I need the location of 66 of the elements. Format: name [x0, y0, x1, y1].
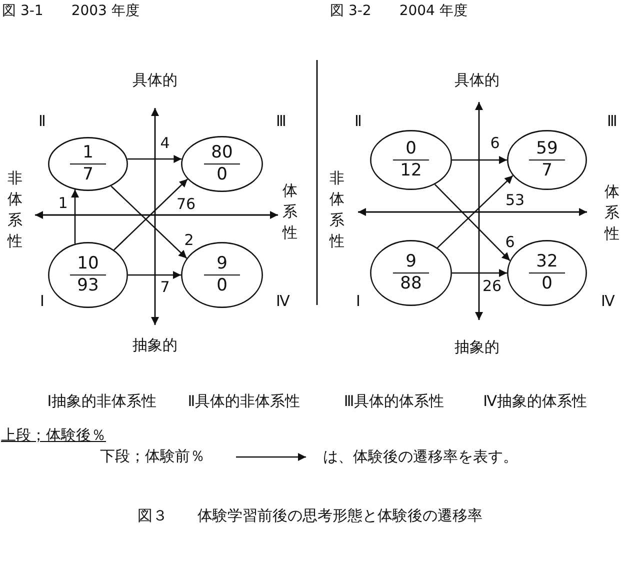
- quadrant-numeral: Ⅰ: [356, 293, 360, 311]
- ellipse-node: [48, 242, 128, 308]
- quadrant-numeral: Ⅳ: [601, 293, 615, 311]
- quadrant-numeral: Ⅱ: [38, 113, 46, 131]
- axis-label: 抽象的: [454, 338, 500, 356]
- figure-subtitle: 図 3-1 2003 年度: [2, 2, 140, 20]
- upper-value: 0: [406, 140, 416, 158]
- arrow: [452, 156, 507, 164]
- legend-text: は、体験後の遷移率を表す。: [323, 448, 518, 466]
- axis-label: 体系性: [282, 180, 298, 244]
- ellipse-node: [181, 136, 263, 192]
- figure-subtitle: 図 3-2 2004 年度: [330, 2, 468, 20]
- axis-label: 非体系性: [8, 168, 22, 252]
- ellipse-node: [507, 130, 587, 190]
- quadrant-numeral: Ⅳ: [276, 293, 290, 311]
- quadrant-numeral: Ⅰ: [40, 293, 44, 311]
- quadrant-key: Ⅰ抽象的非体系性: [47, 392, 157, 410]
- arrow: [71, 190, 79, 244]
- note-text: 上段；体験後％: [1, 427, 106, 445]
- lower-value: 7: [82, 166, 94, 184]
- upper-value: 1: [82, 144, 94, 162]
- arrow: [434, 184, 510, 262]
- lower-value: 7: [542, 162, 552, 180]
- upper-value: 80: [211, 144, 233, 162]
- upper-value: 59: [536, 140, 558, 158]
- lower-value: 88: [400, 274, 422, 294]
- quadrant-key: Ⅳ抽象的体系性: [483, 392, 587, 410]
- upper-value: 32: [536, 252, 558, 272]
- quadrant-numeral: Ⅲ: [276, 113, 286, 131]
- lower-value: 0: [542, 274, 552, 294]
- edge-label: 53: [504, 192, 526, 208]
- upper-value: 9: [406, 252, 416, 272]
- arrow: [110, 186, 188, 259]
- lower-value: 0: [216, 276, 228, 296]
- arrow: [127, 155, 182, 163]
- axis-label: 非体系性: [330, 168, 344, 252]
- edge-label: 4: [159, 135, 171, 151]
- edge-label: 1: [57, 195, 69, 211]
- axis-label: 具体的: [132, 71, 178, 89]
- quadrant-numeral: Ⅱ: [354, 113, 362, 131]
- ellipse-node: [370, 130, 452, 190]
- lower-value: 0: [216, 166, 228, 184]
- arrow: [452, 269, 507, 277]
- arrow: [114, 178, 188, 250]
- arrow: [436, 175, 514, 248]
- axis-label: 抽象的: [132, 336, 178, 354]
- note-text: 下段；体験前％: [100, 448, 205, 466]
- upper-value: 9: [216, 254, 228, 274]
- lower-value: 93: [77, 276, 99, 296]
- ellipse-node: [370, 240, 452, 306]
- edge-label: 2: [183, 232, 195, 248]
- arrow: [128, 271, 181, 279]
- edge-label: 6: [489, 135, 501, 151]
- axis-label: 具体的: [454, 71, 500, 89]
- upper-value: 10: [77, 254, 99, 274]
- lower-value: 12: [400, 162, 422, 180]
- quadrant-key: Ⅲ具体的体系性: [344, 392, 444, 410]
- figure-caption: 図３ 体験学習前後の思考形態と体験後の遷移率: [138, 506, 482, 526]
- axis-label: 体系性: [604, 182, 620, 244]
- edge-label: 26: [481, 278, 503, 294]
- edge-label: 7: [159, 279, 171, 295]
- ellipse-node: [48, 137, 128, 191]
- edge-label: 6: [504, 234, 516, 250]
- quadrant-numeral: Ⅲ: [607, 113, 617, 131]
- edge-label: 76: [175, 196, 197, 212]
- quadrant-key: Ⅱ具体的非体系性: [188, 392, 300, 410]
